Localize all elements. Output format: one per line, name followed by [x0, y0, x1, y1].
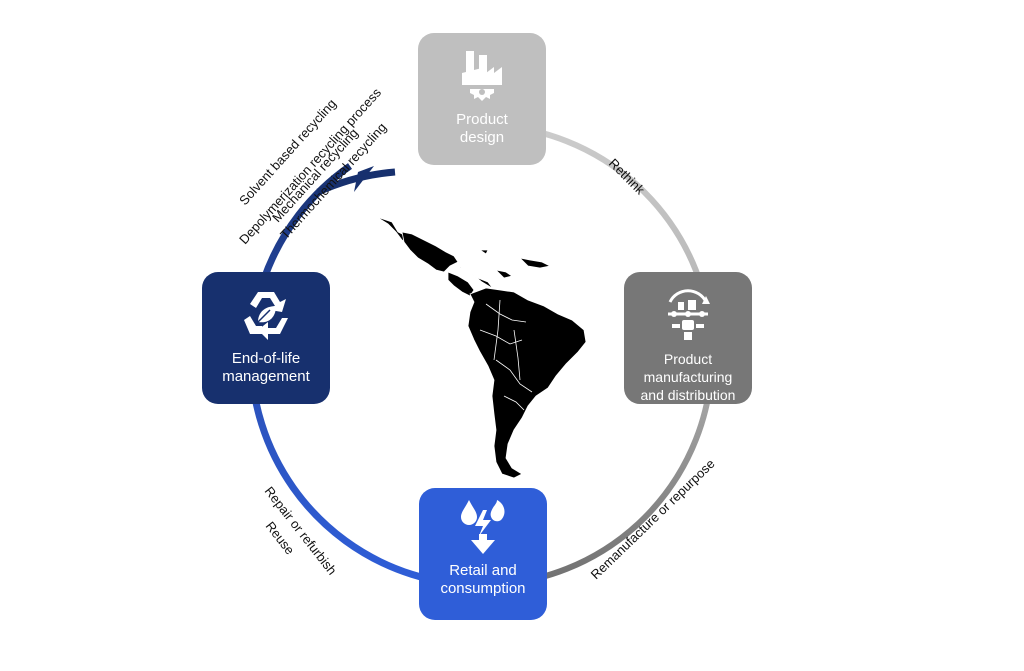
factory-gear-icon — [462, 51, 502, 101]
node-product-manufacturing: Product manufacturing and distribution — [624, 272, 752, 404]
label-rethink: Rethink — [606, 156, 648, 198]
cycle-arc-left — [247, 163, 483, 589]
node-product-manufacturing-label: Product manufacturing and distribution — [640, 351, 736, 403]
latin-america-map-icon — [371, 213, 587, 479]
node-retail-consumption: Retail and consumption — [419, 488, 547, 620]
node-end-of-life: End-of-life management — [202, 272, 330, 404]
node-retail-consumption-label: Retail and consumption — [440, 562, 526, 597]
node-product-design-label: Product design — [456, 111, 508, 146]
map-borders — [479, 299, 533, 411]
recycle-leaf-icon — [244, 292, 288, 340]
label-remanufacture: Remanufacture or repurpose — [588, 456, 718, 582]
arrowhead — [354, 166, 374, 192]
water-energy-arrow-icon — [461, 500, 505, 554]
node-end-of-life-label: End-of-life management — [222, 350, 310, 385]
conveyor-robot-icon — [668, 289, 710, 340]
label-recycling-depolymerization: Depolymerization recycling process — [236, 85, 384, 247]
node-product-design: Product design — [418, 33, 546, 165]
cycle-arc-dark — [316, 168, 396, 196]
